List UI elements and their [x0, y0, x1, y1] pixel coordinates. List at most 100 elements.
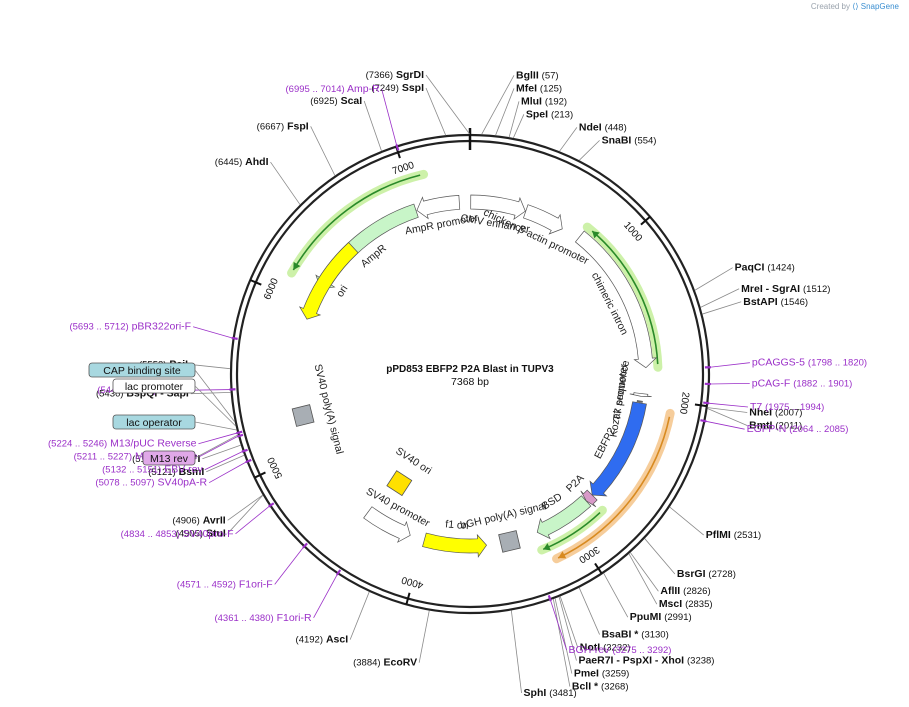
bp-tick	[594, 562, 603, 575]
primer-range: (1975 .. 1994)	[765, 402, 824, 413]
primer-pcag-f: pCAG-F (1882 .. 1901)	[752, 377, 853, 389]
feature-highlight-layer	[287, 169, 675, 564]
feature-p2a	[580, 489, 598, 508]
site-name: MfeI	[516, 82, 537, 94]
site-position: (2011)	[775, 421, 802, 432]
primer-leader	[550, 599, 567, 650]
primer-f1ori-r: (4361 .. 4380) F1ori-R	[214, 612, 311, 624]
bp-tick-label: 5000	[266, 455, 286, 480]
site-position: (448)	[605, 122, 627, 133]
site-leader	[425, 74, 470, 135]
primer-binding-mark	[241, 448, 248, 453]
bp-tick-label: 6000	[262, 276, 281, 301]
plasmid-length: 7368 bp	[451, 376, 489, 388]
site-leader	[707, 407, 748, 413]
primer-range: (5224 .. 5246)	[48, 439, 107, 450]
primer-name: M13/pUC Reverse	[110, 438, 197, 450]
feature-ori-label: ori	[334, 283, 350, 299]
primer-name: SV40pro-F	[183, 528, 234, 540]
site-sphi: SphI (3481)	[524, 687, 577, 699]
primer-amp-r: (6995 .. 7014) Amp-R	[286, 83, 381, 95]
primer-t7: T7 (1975 .. 1994)	[750, 401, 824, 413]
site-leader	[603, 573, 629, 618]
primer-binding-mark	[236, 433, 244, 438]
bp-tick	[405, 592, 411, 605]
site-aflii: AflII (2826)	[660, 585, 710, 597]
site-snabi: SnaBI (554)	[602, 134, 657, 146]
site-position: (3884)	[353, 658, 380, 669]
site-leader	[707, 408, 748, 426]
site-sgrdi: (7366) SgrDI	[366, 69, 424, 81]
feature-chicken-actin-promoter	[523, 204, 563, 235]
feature-cmv-enhancer	[470, 194, 526, 220]
site-leader	[508, 101, 520, 138]
site-bmti: BmtI (2011)	[749, 420, 802, 432]
site-position: (1512)	[803, 284, 830, 295]
primer-name: EGFP-N	[747, 423, 787, 435]
site-name: SphI	[524, 687, 547, 699]
primer-name: F1ori-R	[277, 612, 312, 624]
chimeric-intron-arrow-head	[592, 231, 600, 239]
primer-leader	[208, 461, 247, 484]
site-name: SgrDI	[396, 69, 424, 81]
site-position: (192)	[545, 96, 567, 107]
primer-m13-puc-reverse: (5224 .. 5246) M13/pUC Reverse	[48, 438, 197, 450]
primer-range: (1882 .. 1901)	[793, 378, 852, 389]
primer-range: (2064 .. 2085)	[789, 424, 848, 435]
site-name: MreI - SgrAI	[741, 283, 800, 295]
site-position: (554)	[634, 135, 656, 146]
site-noti: NotI (3232)	[580, 642, 631, 654]
feature-bgh-poly-a-signal	[498, 530, 521, 553]
site-nhei: NheI (2007)	[749, 407, 802, 419]
bp-tick-label: 2000	[677, 391, 691, 415]
site-name: BsrGI	[677, 568, 706, 580]
site-position: (7366)	[366, 70, 393, 81]
primer-sv40pa-r: (5078 .. 5097) SV40pA-R	[95, 477, 207, 489]
site-name: SpeI	[526, 108, 548, 120]
site-leader	[363, 100, 382, 152]
plasmid-name: pPD853 EBFP2 P2A Blast in TUPV3	[386, 364, 554, 375]
site-name: BglII	[516, 69, 539, 81]
primer-binding-mark	[268, 502, 275, 508]
primer-binding-mark	[703, 401, 710, 405]
site-leader	[495, 88, 515, 136]
feature-bsd	[536, 495, 592, 540]
site-name: NotI	[580, 642, 600, 654]
primer-binding-mark	[231, 336, 238, 340]
primer-leader	[708, 402, 748, 408]
site-name: BclI *	[572, 681, 599, 693]
site-ahdi: (6445) AhdI	[215, 156, 269, 168]
feature-f1-ori-label: f1 ori	[445, 518, 469, 532]
primer-leader	[198, 432, 238, 445]
primer-f1ori-f: (4571 .. 4592) F1ori-F	[177, 578, 273, 590]
site-name: EcoRV	[383, 657, 417, 669]
site-name: AflII	[660, 585, 680, 597]
site-asci: (4192) AscI	[296, 634, 349, 646]
site-leader	[644, 538, 676, 575]
primer-leader	[274, 546, 304, 585]
site-leader	[694, 267, 733, 291]
site-name: PflMI	[706, 529, 731, 541]
boxed-feature-leader	[194, 421, 237, 431]
site-position: (3130)	[641, 630, 668, 641]
site-position: (6925)	[310, 96, 337, 107]
site-position: (2835)	[685, 599, 712, 610]
site-leader	[190, 392, 231, 395]
site-pflmi: PflMI (2531)	[706, 529, 761, 541]
site-position: (3238)	[687, 656, 714, 667]
site-leader	[558, 596, 577, 661]
site-leader	[512, 114, 525, 139]
primer-range: (5693 .. 5712)	[69, 322, 128, 333]
site-position: (7249)	[371, 83, 398, 94]
site-position: (6667)	[257, 121, 284, 132]
site-name: NheI	[749, 407, 772, 419]
primer-range: (6995 .. 7014)	[286, 84, 345, 95]
primer-leader	[313, 573, 338, 618]
bsd-arrow-head	[543, 543, 551, 551]
site-name: AhdI	[245, 156, 268, 168]
site-position: (3259)	[602, 669, 629, 680]
site-position: (3232)	[603, 643, 630, 654]
primer-leader	[235, 505, 270, 535]
site-name: AscI	[326, 634, 348, 646]
site-position: (6445)	[215, 157, 242, 168]
